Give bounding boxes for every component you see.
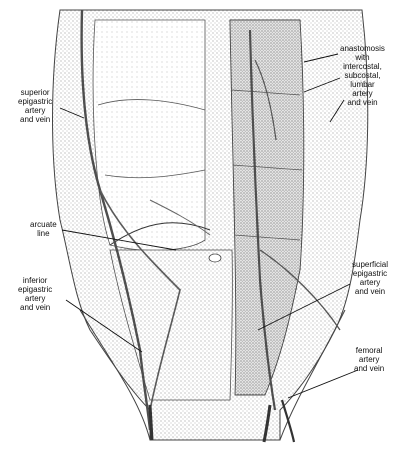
label-arcuate-line: arcuate line [30, 220, 57, 238]
label-line: and vein [340, 98, 385, 107]
label-line: artery [340, 89, 385, 98]
label-line: superficial [352, 260, 388, 269]
label-line: arcuate [30, 220, 57, 229]
left-rectus-sheath [93, 20, 205, 250]
label-line: intercostal, [340, 62, 385, 71]
label-line: epigastric [18, 285, 52, 294]
label-inferior-epigastric: inferior epigastric artery and vein [18, 276, 52, 312]
label-line: with [340, 53, 385, 62]
label-line: artery [352, 278, 388, 287]
femoral-vessel-right [282, 400, 294, 442]
label-line: artery [354, 355, 384, 364]
label-line: artery [18, 294, 52, 303]
label-line: line [30, 229, 57, 238]
label-line: and vein [352, 287, 388, 296]
label-anastomosis: anastomosis with intercostal, subcostal,… [340, 44, 385, 107]
label-line: and vein [354, 364, 384, 373]
label-line: inferior [18, 276, 52, 285]
label-line: and vein [18, 115, 52, 124]
label-line: and vein [18, 303, 52, 312]
umbilicus [209, 254, 221, 262]
label-line: superior [18, 88, 52, 97]
label-femoral: femoral artery and vein [354, 346, 384, 373]
label-line: femoral [354, 346, 384, 355]
label-line: epigastric [352, 269, 388, 278]
femoral-vessel-left [150, 405, 152, 440]
label-line: anastomosis [340, 44, 385, 53]
label-superficial-epigastric: superficial epigastric artery and vein [352, 260, 388, 296]
label-line: epigastric [18, 97, 52, 106]
label-line: artery [18, 106, 52, 115]
label-line: subcostal, [340, 71, 385, 80]
label-superior-epigastric: superior epigastric artery and vein [18, 88, 52, 124]
label-line: lumbar [340, 80, 385, 89]
